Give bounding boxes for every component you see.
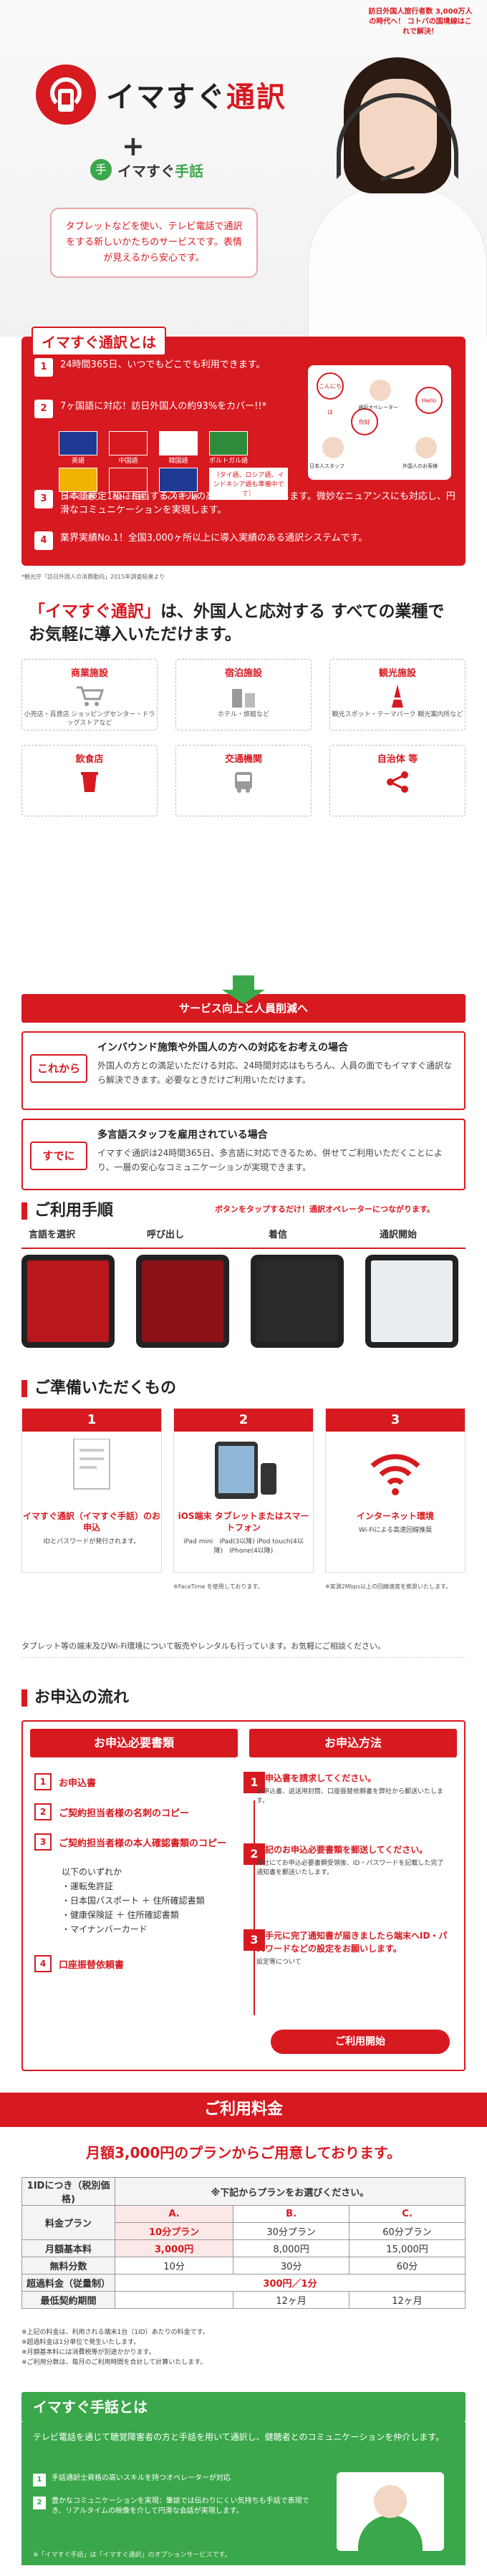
building-icon bbox=[232, 689, 255, 708]
sign-section: テレビ電話を通じて聴覚障害者の方と手話を用いて通訳し、健聴者とのコミュニケーショ… bbox=[21, 2422, 466, 2565]
wifi-icon bbox=[370, 1454, 420, 1495]
method-step: 左記のお申込必要書類を郵送してください。弊社にてお申込必要書類受領後、ID・パス… bbox=[256, 1845, 444, 1876]
section-title: イマすぐ通訳とは bbox=[32, 327, 166, 356]
tap-note: ボタンをタップするだけ！通訳オペレーターにつながります。 bbox=[215, 1205, 435, 1214]
docs-header: お申込必要書類 bbox=[30, 1729, 238, 1757]
tablet-incoming bbox=[251, 1255, 344, 1348]
start-service-button[interactable]: ご利用開始 bbox=[271, 2030, 450, 2054]
brand-logo: イマすぐ通訳 bbox=[36, 64, 286, 125]
tablet-interpreting bbox=[365, 1255, 458, 1348]
flag-en: 英語 bbox=[59, 431, 103, 465]
pricing-lead: 月額3,000円のプランからご用意しております。 bbox=[85, 2144, 402, 2161]
flag-fil: フィリピン語 bbox=[159, 468, 203, 501]
document-icon bbox=[73, 1438, 110, 1490]
flag-ko: 韓国語 bbox=[159, 431, 203, 465]
sign-language-logo: 手 イマすぐ手話 bbox=[90, 159, 203, 180]
sign-logo-text: イマすぐ手話 bbox=[117, 162, 203, 180]
call-illustration: こんにちは Hello 你好 日本人スタッフ 通訳オペレーター 外国人のお客様 bbox=[308, 365, 451, 480]
tablet-calling bbox=[136, 1255, 229, 1348]
survey-footnote: *観光庁「訪日外国人の消費動向」2015年調査結果より bbox=[21, 574, 165, 580]
table-row: 料金プラン A. B. C. bbox=[21, 2205, 466, 2240]
corner-note: 訪日外国人旅行者数 3,000万人の時代へ！ コトバの国境線はこれで解決！ bbox=[368, 8, 473, 36]
industry-lodging: 宿泊施設 ホテル・旅館など bbox=[175, 659, 312, 730]
industry-commercial: 商業施設 小売店・百貨店 ショッピングセンター・ドラッグストアなど bbox=[21, 659, 158, 730]
sign-interpreter-photo bbox=[337, 2472, 444, 2551]
share-icon bbox=[387, 771, 408, 793]
rental-note: タブレット等の端末及びWi-Fi環境について販売やレンタルも行っています。お気軽… bbox=[21, 1640, 466, 1658]
pricing-table: 1IDにつき（税別価格) ※下記からプランをお選びください。 料金プラン A. … bbox=[21, 2177, 466, 2309]
table-row: 1IDにつき（税別価格) ※下記からプランをお選びください。 bbox=[21, 2177, 466, 2206]
prep-note-speed: ※実測2Mbps以上の回線速度を推奨いたします。 bbox=[325, 1583, 452, 1590]
method-header: お申込方法 bbox=[249, 1729, 457, 1757]
case-tag: すでに bbox=[30, 1142, 87, 1170]
intro-bubble: タブレットなどを使い、テレビ電話で通訳をする新しいかたちのサービスです。表情が見… bbox=[50, 208, 258, 278]
table-row: 月額基本料 3,000円 8,000円 15,000円 bbox=[21, 2239, 466, 2257]
tower-icon bbox=[392, 685, 403, 708]
prep-title: ご準備いただくもの bbox=[21, 1375, 176, 1398]
plus-sign: + bbox=[122, 130, 145, 162]
case-future: これから インバウンド施策や外国人の方への対応をお考えの場合 外国人の方との満足… bbox=[21, 1031, 466, 1110]
prep-note-facetime: ※FaceTime を使用しております。 bbox=[173, 1583, 264, 1590]
prep-item-internet: 3 インターネット環境 Wi-Fiによる高速回線推奨 bbox=[325, 1408, 466, 1573]
industry-government: 自治体 等 bbox=[329, 745, 466, 816]
industries-headline: 「イマすぐ通訳」は、外国人と応対する すべての業種でお気軽に導入いただけます。 bbox=[29, 602, 445, 644]
headset-phone-icon bbox=[36, 64, 96, 125]
cup-icon bbox=[81, 772, 98, 792]
method-step: お申込書を請求してください。お申込書、返送用封筒、口座振替依頼書を弊社から郵送い… bbox=[256, 1773, 444, 1805]
industry-restaurant: 飲食店 bbox=[21, 745, 158, 816]
sign-section-title: イマすぐ手話とは bbox=[21, 2392, 466, 2422]
industry-tourism: 観光施設 観光スポット・テーマパーク 観光案内所など bbox=[329, 659, 466, 730]
flag-pt: ポルトガル語 bbox=[209, 431, 254, 465]
hero-section: 訪日外国人旅行者数 3,000万人の時代へ！ コトバの国境線はこれで解決！ イマ… bbox=[0, 0, 487, 337]
flag-es: スペイン語 bbox=[59, 468, 103, 501]
language-flags: 英語 中国語 韓国語 ポルトガル語 スペイン語 ベトナム語 フィリピン語 （タイ… bbox=[59, 431, 288, 501]
flag-zh: 中国語 bbox=[109, 431, 153, 465]
method-step: お手元に完了通知書が届きましたら端末へID・パスワードなどの設定をお願いします。… bbox=[256, 1931, 448, 1966]
industry-transport: 交通機関 bbox=[175, 745, 312, 816]
tablet-select-language bbox=[21, 1255, 115, 1348]
id-options: 以下のいずれか ・運転免許証 ・日本国パスポート ＋ 住所確認書類 ・健康保険証… bbox=[62, 1867, 205, 1934]
brand-name: イマすぐ通訳 bbox=[106, 81, 286, 114]
hand-icon: 手 bbox=[90, 159, 112, 180]
operator-photo bbox=[294, 29, 487, 337]
flow-title: お申込の流れ bbox=[21, 1684, 129, 1707]
case-tag: これから bbox=[30, 1054, 87, 1083]
table-row: 無料分数 10分 30分 60分 bbox=[21, 2257, 466, 2274]
shopping-cart-icon bbox=[77, 686, 104, 706]
prep-item-device: 2 iOS端末 タブレットまたはスマートフォン iPad mini iPad(3… bbox=[173, 1408, 314, 1573]
pricing-banner: ご利用料金 bbox=[0, 2093, 487, 2127]
table-row: 10分プラン 30分プラン 60分プラン bbox=[22, 2222, 466, 2240]
bus-icon bbox=[235, 772, 252, 793]
usage-steps: 言語を選択 呼び出し 着信 通訳開始 bbox=[21, 1226, 466, 1249]
pricing-notes: ※上記の料金は、利用される端末1台（1ID）あたりの料金です。 ※超過料金は1分… bbox=[21, 2329, 209, 2366]
table-row: 最低契約期間 12ヶ月 12ヶ月 bbox=[21, 2291, 466, 2309]
flag-vi: ベトナム語 bbox=[109, 468, 153, 501]
tablet-icon bbox=[215, 1442, 276, 1499]
case-existing: すでに 多言語スタッフを雇用されている場合 イマすぐ通訳は24時間365日、多言… bbox=[21, 1119, 466, 1190]
table-row: 超過料金（従量制） 300円／1分 bbox=[21, 2274, 466, 2292]
prep-item-application: 1 イマすぐ通訳（イマすぐ手話）のお申込 IDとパスワードが発行されます。 bbox=[21, 1408, 162, 1573]
usage-title: ご利用手順 bbox=[21, 1197, 113, 1220]
more-languages-note: （タイ語、ロシア語、インドネシア語も準備中です） bbox=[209, 468, 288, 501]
